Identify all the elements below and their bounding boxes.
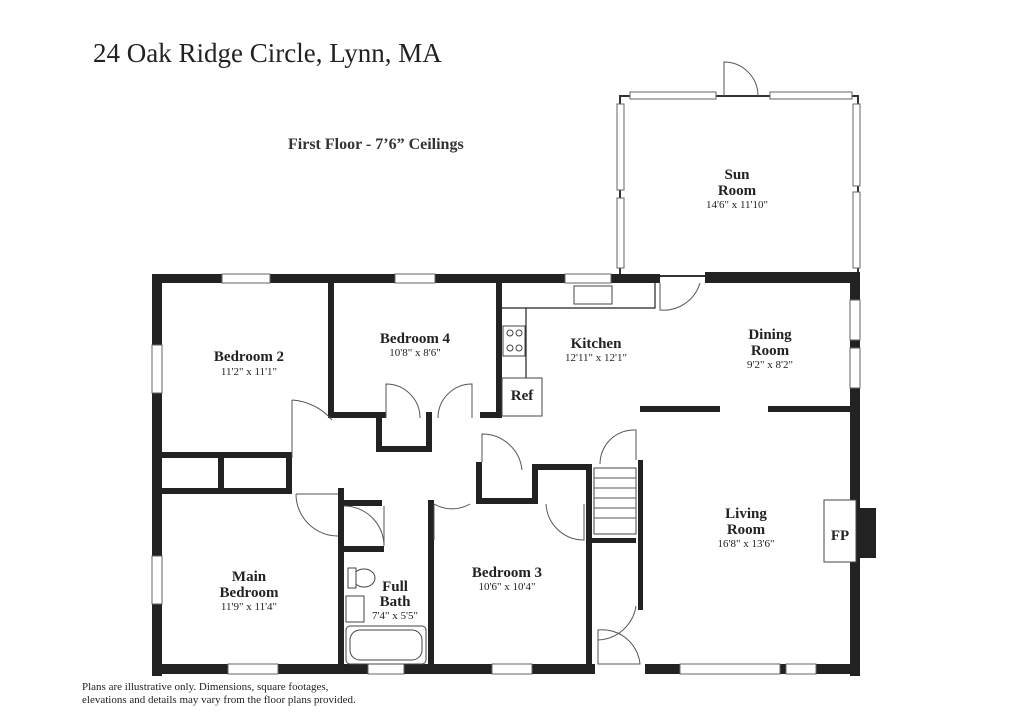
- main-bedroom-name-1: Main: [232, 569, 267, 585]
- dining-name-2: Room: [751, 343, 790, 359]
- sun-room-name-2: Room: [718, 183, 757, 199]
- sun-room-name-1: Sun: [724, 167, 750, 183]
- kitchen-dims: 12'11" x 12'1": [565, 352, 627, 364]
- bath-door: [343, 505, 385, 547]
- full-bath-name-1: Full: [382, 579, 408, 595]
- exterior-windows: [151, 273, 861, 675]
- main-bedroom-name-2: Bedroom: [220, 585, 279, 601]
- bedroom2-door: [291, 399, 333, 458]
- front-door: [597, 629, 641, 665]
- bedroom3-closet-door: [481, 433, 523, 471]
- bath-fixtures: [345, 567, 427, 665]
- kitchen-name: Kitchen: [571, 336, 622, 352]
- interior-walls: [162, 283, 852, 666]
- living-name-2: Room: [727, 522, 766, 538]
- bedroom3-closet-door-2: [545, 503, 585, 541]
- fireplace: [823, 499, 857, 563]
- disclaimer-line2: elevations and details may vary from the…: [82, 694, 356, 706]
- bedroom3-dims: 10'6" x 10'4": [479, 581, 536, 593]
- stove: [502, 325, 526, 357]
- refrigerator: [501, 377, 543, 417]
- floor-label: First Floor - 7’6” Ceilings: [288, 136, 464, 153]
- bedroom4-dims: 10'8" x 8'6": [389, 347, 440, 359]
- stair-door: [599, 429, 637, 465]
- bedroom2-name: Bedroom 2: [214, 349, 284, 365]
- bedroom3-name: Bedroom 3: [472, 565, 542, 581]
- fireplace-label: FP: [831, 528, 849, 544]
- disclaimer-line1: Plans are illustrative only. Dimensions,…: [82, 681, 329, 693]
- bedroom3-door: [433, 503, 471, 540]
- bedroom4-door-right: [437, 383, 473, 419]
- bedroom4-name: Bedroom 4: [380, 331, 451, 347]
- stairs: [593, 467, 637, 535]
- vanity: [345, 595, 365, 623]
- doors: [291, 282, 701, 665]
- main-bedroom-door: [295, 493, 339, 537]
- main-bedroom-dims: 11'9" x 11'4": [221, 601, 277, 613]
- basement-door: [597, 605, 637, 641]
- room-labels: Sun Room 14'6" x 11'10" Bedroom 2 11'2" …: [214, 167, 793, 622]
- dining-name-1: Dining: [748, 327, 792, 343]
- sink: [573, 285, 613, 305]
- dining-dims: 9'2" x 8'2": [747, 359, 793, 371]
- sun-room-dims: 14'6" x 11'10": [706, 199, 768, 211]
- kitchen-fixtures: [501, 283, 656, 417]
- address-title: 24 Oak Ridge Circle, Lynn, MA: [93, 38, 442, 68]
- living-name-1: Living: [725, 506, 767, 522]
- living-dims: 16'8" x 13'6": [718, 538, 775, 550]
- ref-label: Ref: [511, 388, 534, 404]
- full-bath-name-2: Bath: [380, 594, 412, 610]
- bedroom2-dims: 11'2" x 11'1": [221, 366, 277, 378]
- sun-room-door: [723, 61, 759, 97]
- bedroom4-door-left: [385, 383, 421, 419]
- full-bath-dims: 7'4" x 5'5": [372, 610, 418, 622]
- kitchen-sunroom-door: [659, 282, 701, 311]
